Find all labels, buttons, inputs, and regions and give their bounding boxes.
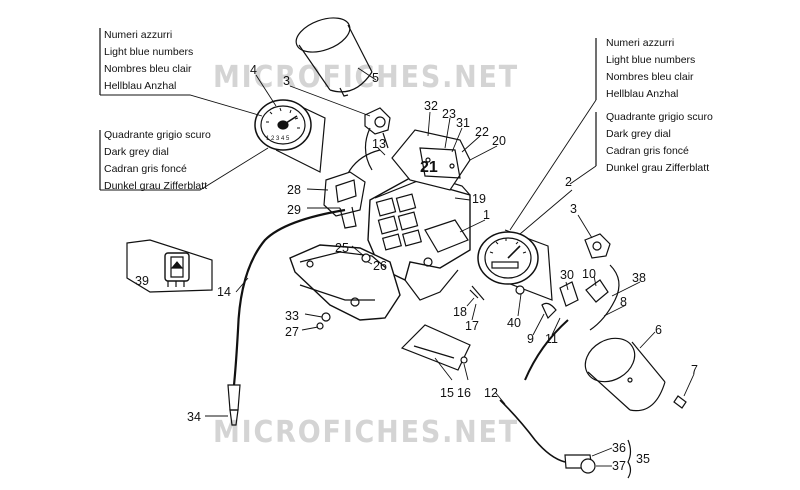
switch-block-28: [323, 171, 366, 229]
cable-12: [499, 399, 566, 463]
note-line: Cadran gris foncé: [606, 145, 689, 157]
tachometer-left: 1 2 3 4 5: [254, 99, 326, 173]
part-label-30: 30: [560, 268, 574, 282]
part-label-20: 20: [492, 134, 506, 148]
part-label-18: 18: [453, 305, 467, 319]
leader-lines: [100, 67, 695, 467]
part-label-38: 38: [632, 271, 646, 285]
part-label-15: 15: [440, 386, 454, 400]
part-label-6: 6: [655, 323, 662, 337]
watermark-bottom: MICROFICHES.NET: [213, 415, 519, 450]
bolt-16: [460, 356, 468, 364]
part-40: [515, 285, 525, 295]
note-line: Dunkel grau Zifferblatt: [104, 180, 208, 192]
bolt-27: [316, 322, 324, 330]
dial-marking: 21: [420, 159, 438, 176]
part-label-14: 14: [217, 285, 231, 299]
note-line: Numeri azzurri: [606, 37, 675, 49]
cable-end-34: [227, 384, 241, 411]
note-right-blue-numbers: Numeri azzurri Light blue numbers Nombre…: [606, 35, 695, 103]
note-left-blue-numbers: Numeri azzurri Light blue numbers Nombre…: [104, 27, 193, 95]
part-label-17: 17: [465, 319, 479, 333]
part-label-9: 9: [527, 332, 534, 346]
note-line: Numeri azzurri: [104, 29, 173, 41]
note-line: Dunkel grau Zifferblatt: [606, 162, 710, 174]
part-label-40: 40: [507, 316, 521, 330]
cover-cup-6: [584, 337, 666, 412]
bulb-10: [585, 279, 609, 303]
part-label-23: 23: [442, 107, 456, 121]
part-label-2: 2: [565, 175, 572, 189]
part-label-11: 11: [545, 332, 558, 346]
part-label-33: 33: [285, 309, 299, 323]
speedo-cable-14: [232, 208, 346, 386]
bolt-18: [469, 285, 485, 301]
part-label-16: 16: [457, 386, 471, 400]
part-label-3: 3: [570, 202, 577, 216]
part-label-31: 31: [456, 116, 470, 130]
part-label-28: 28: [287, 183, 301, 197]
part-label-22: 22: [475, 125, 489, 139]
part-label-5: 5: [372, 71, 379, 85]
shield-plate-15: [400, 324, 471, 371]
cable-11: [524, 319, 569, 381]
note-line: Quadrante grigio scuro: [104, 129, 211, 141]
note-line: Light blue numbers: [606, 54, 696, 66]
warning-light-unit-21: [391, 129, 471, 191]
brace-35: [627, 439, 632, 479]
part-label-1: 1: [483, 208, 490, 222]
part-9: [541, 302, 557, 320]
note-line: Quadrante grigio scuro: [606, 111, 713, 123]
part-label-3: 3: [283, 74, 290, 88]
part-label-26: 26: [373, 259, 387, 273]
part-label-19: 19: [472, 192, 486, 206]
part-label-12: 12: [484, 386, 498, 400]
wire-38: [589, 264, 620, 331]
part-label-25: 25: [335, 241, 349, 255]
lower-cover-26: [289, 244, 401, 321]
part-label-32: 32: [424, 99, 438, 113]
part-label-10: 10: [582, 267, 596, 281]
note-line: Dark grey dial: [104, 146, 169, 158]
screw-7: [673, 395, 687, 409]
svg-text:1 2 3 4 5: 1 2 3 4 5: [266, 136, 290, 142]
watermark-top: MICROFICHES.NET: [213, 60, 519, 95]
part-label-7: 7: [691, 363, 698, 377]
part-label-13: 13: [372, 137, 386, 151]
note-line: Cadran gris foncé: [104, 163, 187, 175]
part-label-37: 37: [612, 459, 626, 473]
note-line: Hellblau Anzhal: [606, 88, 679, 100]
part-label-29: 29: [287, 203, 301, 217]
bolt-33: [321, 312, 331, 322]
part-label-27: 27: [285, 325, 299, 339]
switch-39: [126, 239, 213, 293]
part-label-8: 8: [620, 295, 627, 309]
note-left-grey-dial: Quadrante grigio scuro Dark grey dial Ca…: [104, 127, 211, 195]
cover-cup-5: [295, 17, 373, 97]
part-label-36: 36: [612, 441, 626, 455]
part-label-39: 39: [135, 274, 149, 288]
part-label-4: 4: [250, 63, 257, 77]
bulb-connector-3: [364, 107, 391, 171]
bulb-30: [559, 281, 579, 307]
speedometer-right: [477, 229, 553, 301]
note-line: Dark grey dial: [606, 128, 671, 140]
note-line: Light blue numbers: [104, 46, 194, 58]
note-line: Nombres bleu clair: [104, 63, 192, 75]
part-label-34: 34: [187, 410, 201, 424]
part-label-35: 35: [636, 452, 650, 466]
note-line: Hellblau Anzhal: [104, 80, 177, 92]
bulb-connector-3-right: [584, 233, 611, 259]
nut-37: [580, 458, 596, 474]
note-right-grey-dial: Quadrante grigio scuro Dark grey dial Ca…: [606, 109, 713, 177]
note-line: Nombres bleu clair: [606, 71, 694, 83]
